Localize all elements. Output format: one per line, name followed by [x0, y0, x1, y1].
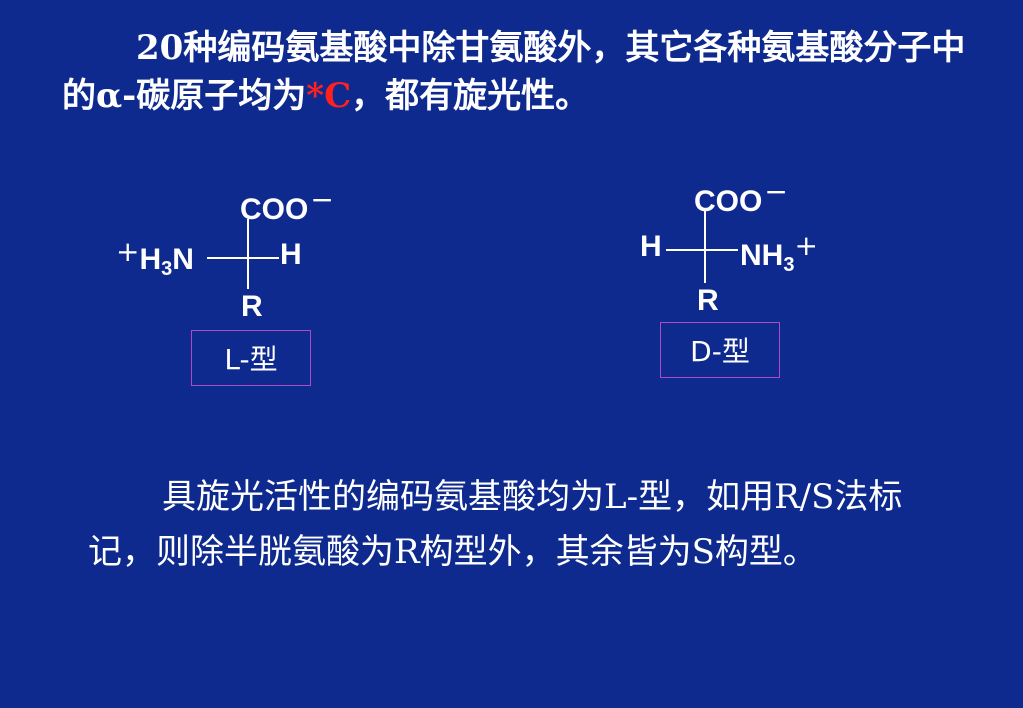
d-right-sub: 3: [783, 254, 795, 276]
d-form-label: D-型: [690, 335, 750, 368]
d-right-nh: NH: [740, 239, 784, 272]
l-vertical-bond: [247, 219, 249, 289]
l-left-n: N: [172, 243, 194, 276]
d-top-group: COO−: [694, 178, 788, 217]
intro-text-mid: -碳原子均为: [122, 76, 307, 116]
d-bottom-group: R: [697, 284, 719, 317]
l-coo-text: COO: [240, 193, 309, 226]
l-top-group: COO−: [240, 186, 334, 225]
l-horizontal-bond: [207, 257, 279, 259]
l-left-h: H: [139, 243, 162, 276]
d-left-group: H: [640, 230, 662, 263]
l-bottom-group: R: [241, 290, 263, 323]
alpha-symbol: α: [96, 76, 123, 116]
d-vertical-bond: [704, 211, 706, 283]
l-left-charge: +: [116, 235, 140, 268]
l-coo-charge: −: [310, 183, 334, 216]
chiral-carbon-mark: *C: [306, 76, 352, 116]
intro-text-pre: 20种编码氨基酸中除甘氨酸外，其它各种氨基酸分子中的: [62, 28, 966, 116]
l-right-group: H: [280, 238, 302, 271]
d-form-label-box: D-型: [660, 322, 780, 378]
d-horizontal-bond: [666, 249, 738, 251]
l-form-label: L-型: [224, 343, 278, 376]
intro-paragraph: 20种编码氨基酸中除甘氨酸外，其它各种氨基酸分子中的α-碳原子均为*C，都有旋光…: [62, 24, 992, 120]
l-left-group: +H3N: [116, 235, 194, 280]
note-paragraph: 具旋光活性的编码氨基酸均为L-型，如用R/S法标记，则除半胱氨酸为R构型外，其余…: [88, 477, 903, 572]
l-left-sub: 3: [161, 258, 173, 280]
d-right-group: NH3+: [740, 229, 818, 276]
l-form-label-box: L-型: [191, 330, 311, 386]
intro-text-post: ，都有旋光性。: [351, 76, 590, 116]
d-right-charge: +: [794, 229, 818, 262]
d-coo-charge: −: [764, 175, 788, 208]
